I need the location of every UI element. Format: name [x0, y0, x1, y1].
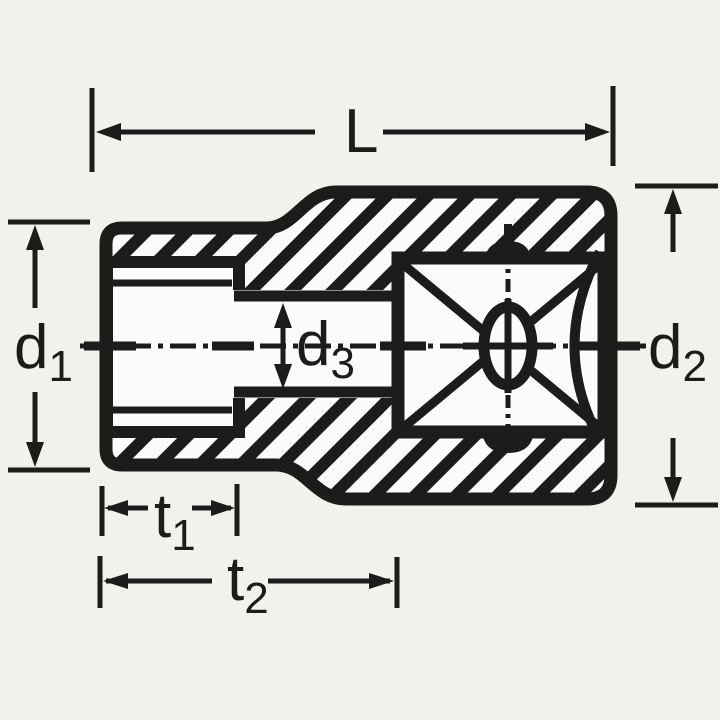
- d1-arrowhead-down-icon: [26, 442, 44, 467]
- detent-bump-top: [485, 241, 531, 259]
- t1-label: t1: [154, 482, 196, 560]
- dimension-t1: t1: [99, 482, 240, 560]
- d3-arrowhead-down-icon: [274, 364, 292, 389]
- d1-arrowhead-up-icon: [26, 225, 44, 250]
- detent-bump-bottom: [482, 431, 534, 453]
- dimension-t2: t2: [97, 545, 400, 623]
- d1-label: d1: [14, 313, 73, 391]
- t2-label: t2: [227, 545, 269, 623]
- d3-arrowhead-up-icon: [274, 303, 292, 328]
- dimension-d1: d1: [8, 219, 90, 473]
- d2-arrowhead-down-icon: [664, 477, 682, 502]
- L-arrowhead-left-icon: [96, 123, 121, 141]
- d3-label: d3: [296, 310, 355, 388]
- t2-arrowhead-left-icon: [103, 573, 128, 589]
- dimension-d3: d3: [274, 303, 355, 389]
- dimension-d2: d2: [635, 183, 718, 508]
- dimension-L: L: [89, 86, 616, 172]
- t1-arrowhead-right-icon: [211, 500, 235, 516]
- d2-label: d2: [648, 313, 707, 391]
- L-arrowhead-right-icon: [585, 123, 610, 141]
- t1-arrowhead-left-icon: [104, 500, 128, 516]
- d2-arrowhead-up-icon: [664, 189, 682, 214]
- t2-arrowhead-right-icon: [369, 573, 394, 589]
- L-label: L: [344, 97, 378, 166]
- drive-bore-arc: [569, 249, 605, 443]
